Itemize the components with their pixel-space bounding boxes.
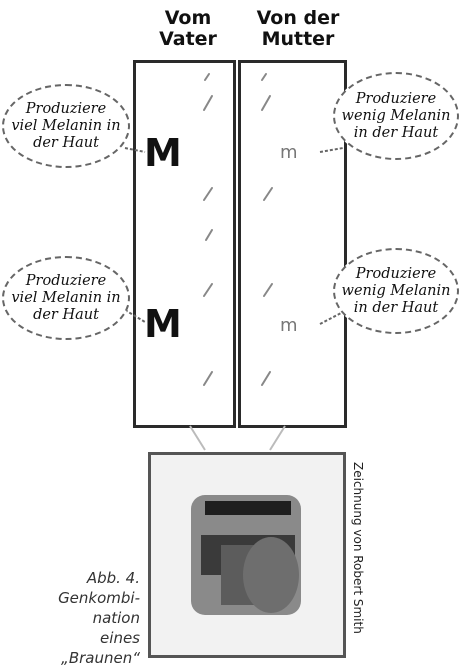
image-credit: Zeichnung von Robert Smith bbox=[351, 462, 365, 634]
allele-dominant-bottom: M bbox=[144, 302, 182, 346]
person-photo bbox=[148, 452, 346, 658]
header-mother: Von der Mutter bbox=[256, 7, 340, 50]
figure-caption: Abb. 4. Genkombi- nation eines „Braunen“ bbox=[58, 569, 140, 667]
bubble-father-bottom-text: Produziere viel Melanin in der Haut bbox=[11, 272, 121, 323]
allele-recessive-top: m bbox=[280, 142, 299, 163]
bubble-father-bottom: Produziere viel Melanin in der Haut bbox=[2, 256, 130, 340]
bubble-father-top-text: Produziere viel Melanin in der Haut bbox=[11, 100, 121, 151]
person-drawing bbox=[191, 495, 301, 615]
chromosome-mother bbox=[238, 60, 347, 428]
allele-dominant-top: M bbox=[144, 131, 182, 175]
bubble-mother-top: Produziere wenig Melanin in der Haut bbox=[333, 72, 459, 160]
bubble-mother-bottom: Produziere wenig Melanin in der Haut bbox=[333, 248, 459, 334]
bubble-mother-top-text: Produziere wenig Melanin in der Haut bbox=[341, 90, 451, 141]
allele-recessive-bottom: m bbox=[280, 315, 299, 336]
chromosome-father bbox=[133, 60, 236, 428]
bubble-father-top: Produziere viel Melanin in der Haut bbox=[2, 84, 130, 168]
bubble-mother-bottom-text: Produziere wenig Melanin in der Haut bbox=[341, 265, 451, 316]
header-father: Vom Vater bbox=[159, 7, 217, 50]
